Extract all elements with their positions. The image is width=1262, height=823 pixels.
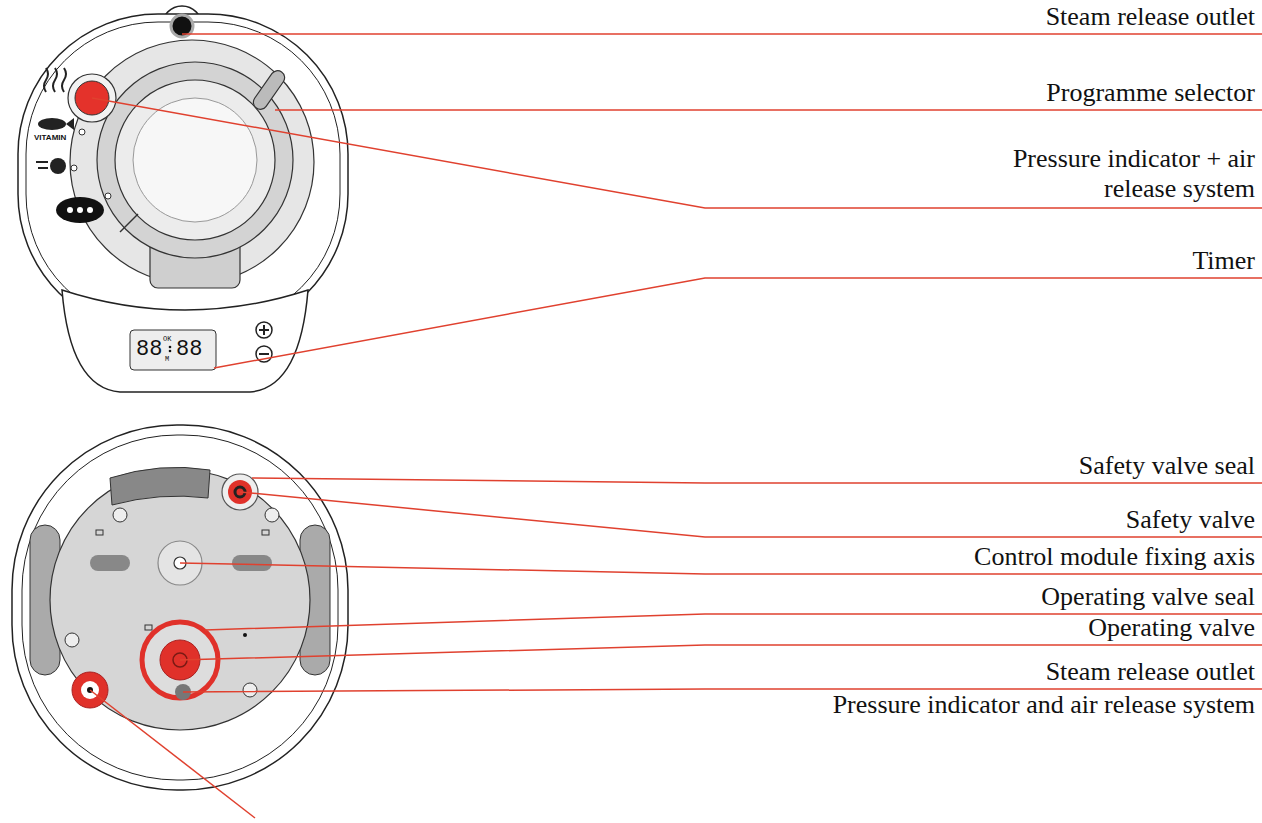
timer-panel-part	[169, 346, 172, 349]
lid-bottom-view-part	[65, 633, 79, 647]
leader-lines-part	[275, 109, 1262, 111]
programme-icons-part	[50, 158, 66, 174]
lid-bottom-view-part	[96, 530, 103, 535]
programme-icons	[36, 68, 111, 223]
lid-top-view-part	[26, 22, 340, 326]
programme-icons-part	[44, 68, 66, 92]
timer-panel	[62, 290, 308, 392]
programme-icons-part	[36, 162, 48, 168]
timer-digits: 88	[136, 339, 162, 361]
part-label: Safety valve seal	[1079, 451, 1255, 481]
timer-indicator: OK	[163, 336, 171, 343]
part-label: Operating valve seal	[1041, 582, 1255, 612]
timer-indicator: M	[165, 356, 169, 363]
leader-lines-part	[90, 690, 255, 818]
leader-lines-part	[92, 98, 1262, 208]
programme-icons-part	[66, 118, 74, 130]
lid-top-view-part	[70, 40, 314, 284]
timer-panel-part	[259, 325, 269, 335]
programme-icons-part	[79, 129, 85, 135]
timer-panel-part	[130, 330, 216, 370]
lid-bottom-view-part	[243, 683, 257, 697]
lid-bottom-view-part	[113, 508, 127, 522]
programme-icons-part	[77, 207, 83, 213]
lid-bottom-view-part	[12, 425, 348, 790]
part-label: Pressure indicator and air release syste…	[833, 690, 1255, 720]
lid-bottom-view-part	[145, 625, 152, 630]
lid-top-view	[18, 6, 348, 334]
lid-bottom-view-part	[262, 530, 269, 535]
lid-bottom-view-part	[265, 508, 279, 522]
lid-bottom-view-part	[232, 555, 272, 571]
control-knob-part	[115, 80, 275, 240]
programme-icons-part	[67, 207, 73, 213]
lid-bottom-view	[12, 425, 348, 790]
programme-icons-part	[71, 165, 77, 171]
part-label: Programme selector	[1046, 78, 1255, 108]
control-knob-part	[97, 62, 293, 258]
timer-digits: 88	[176, 339, 202, 361]
timer-panel-part	[62, 290, 308, 392]
programme-icons-part	[105, 193, 111, 199]
part-label: Safety valve	[1126, 505, 1255, 535]
part-label: Timer	[1192, 246, 1255, 276]
icon-label: VITAMIN	[34, 134, 66, 142]
timer-panel-part	[256, 322, 272, 338]
leader-lines-part	[182, 33, 1262, 35]
lid-bottom-view-part	[243, 633, 247, 637]
part-label: Pressure indicator + air release system	[1005, 144, 1255, 204]
leader-lines-part	[214, 278, 1262, 368]
lid-bottom-view-part	[22, 435, 338, 780]
part-label: Steam release outlet	[1046, 657, 1255, 687]
lid-bottom-view-part	[90, 555, 130, 571]
programme-selector	[251, 68, 288, 112]
part-label: Steam release outlet	[1046, 2, 1255, 32]
programme-icons-part	[38, 118, 66, 130]
programme-icons-part	[87, 207, 93, 213]
control-knob	[97, 62, 293, 288]
part-label: Control module fixing axis	[974, 542, 1255, 572]
operating-valve	[142, 622, 218, 700]
leader-lines-part	[240, 492, 1262, 537]
timer-panel-part	[259, 353, 269, 355]
leader-lines	[90, 34, 1262, 818]
programme-selector-part	[251, 68, 288, 112]
programme-icons-part	[56, 197, 104, 223]
part-label: Operating valve	[1088, 613, 1255, 643]
lid-bottom-view-part	[110, 467, 210, 505]
control-knob-part	[120, 214, 138, 232]
timer-panel-part	[169, 350, 172, 353]
lid-top-view-part	[18, 14, 348, 334]
